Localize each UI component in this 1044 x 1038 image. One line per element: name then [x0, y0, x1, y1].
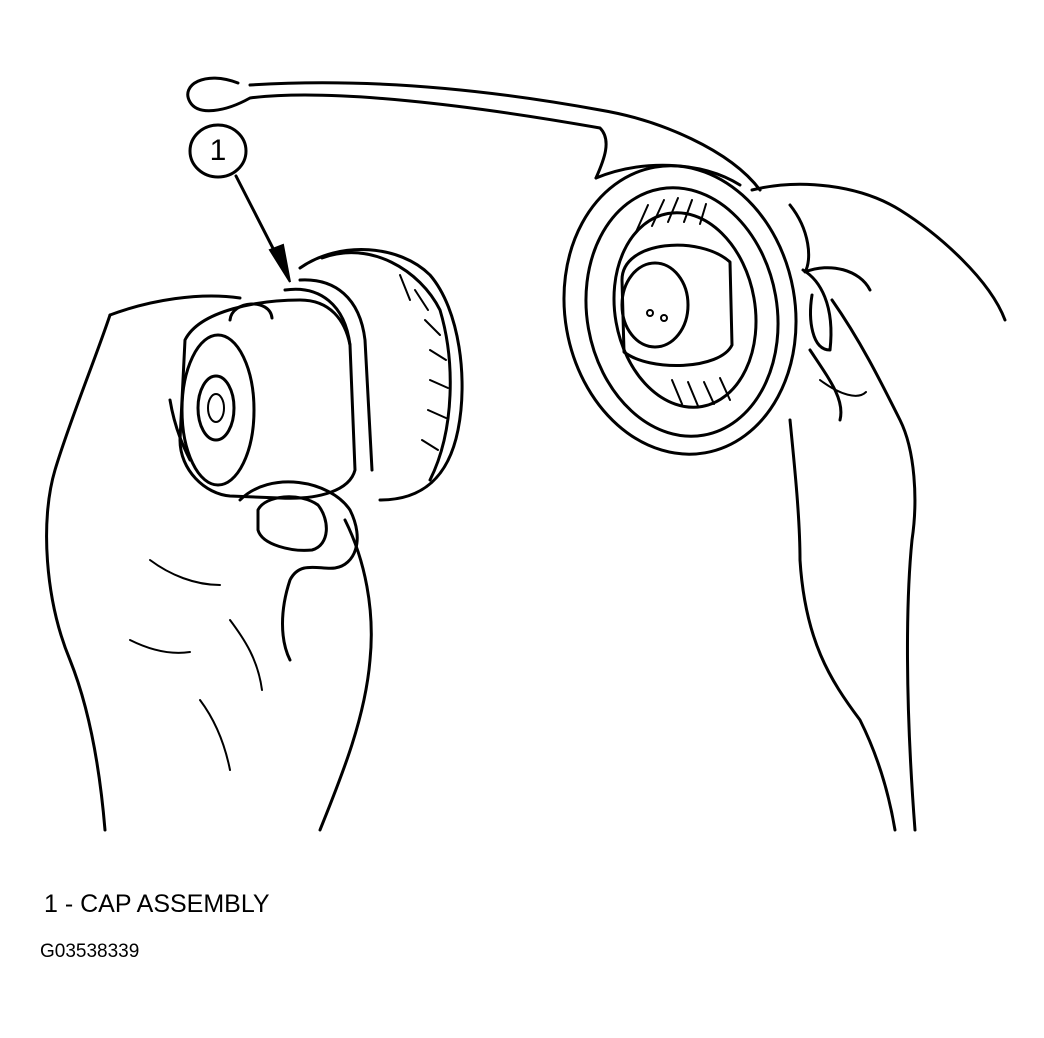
bearing-race-assembly [562, 164, 798, 456]
right-hand [750, 182, 1007, 832]
cap-assembly [178, 248, 464, 502]
callout-number: 1 [209, 134, 227, 167]
strap-tool [186, 76, 762, 192]
left-hand [45, 294, 373, 832]
callout-1-marker [188, 123, 291, 283]
legend-cap-assembly: 1 - CAP ASSEMBLY [44, 890, 270, 918]
figure-id: G03538339 [40, 941, 140, 962]
